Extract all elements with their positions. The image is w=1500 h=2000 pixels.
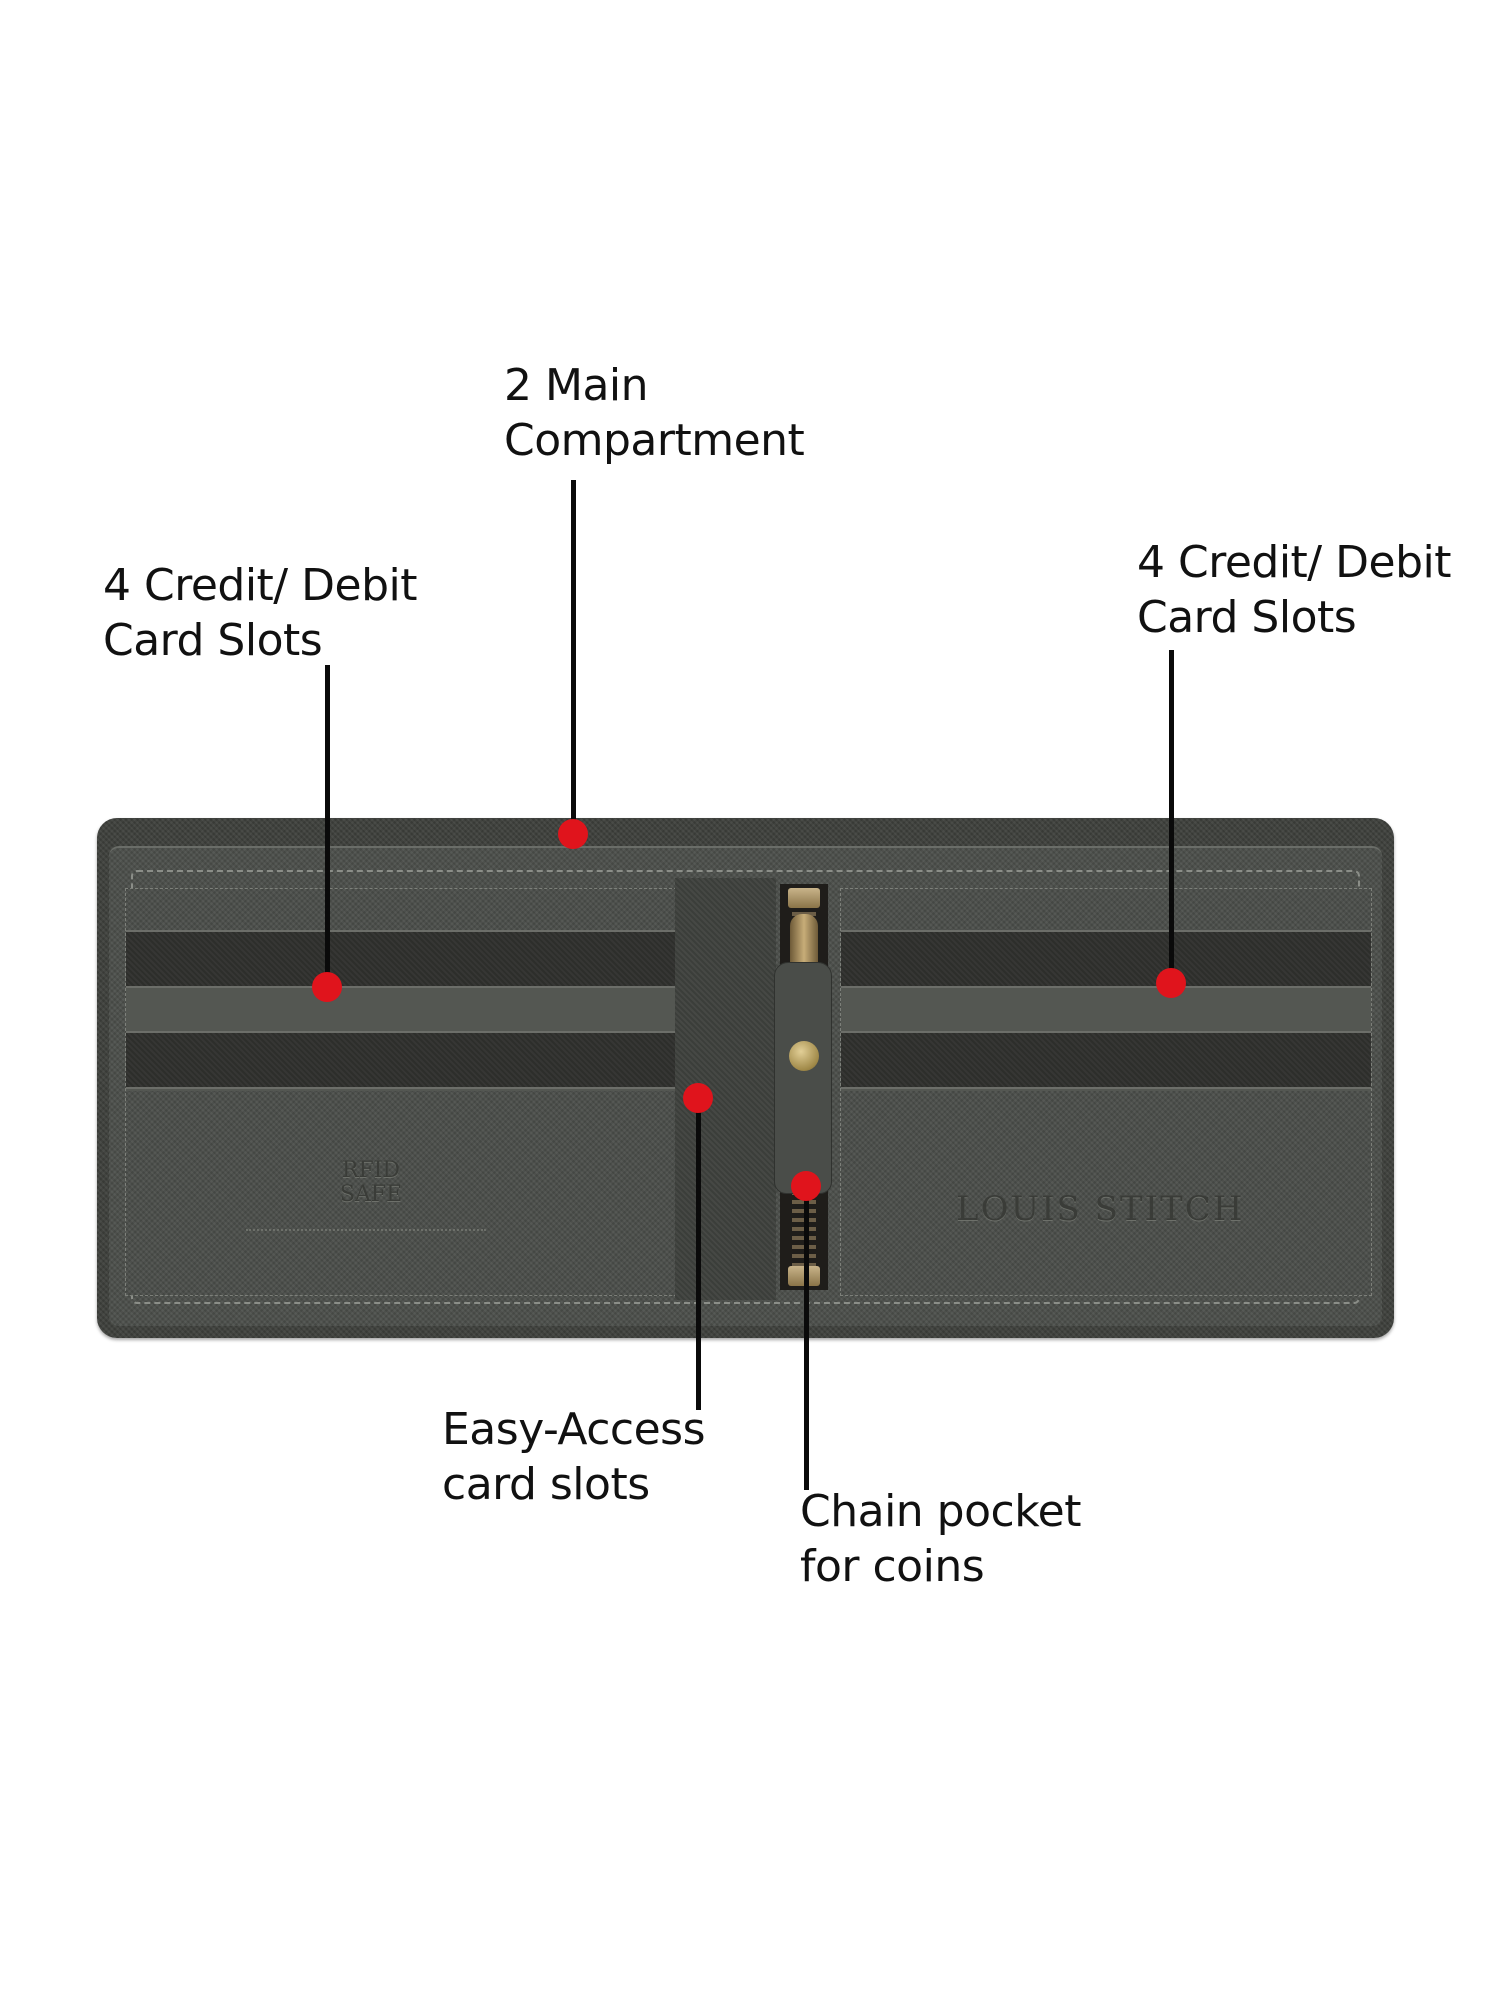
card-slot <box>126 930 676 988</box>
label-line: card slots <box>442 1459 650 1510</box>
card-slot <box>126 1087 676 1091</box>
left-card-panel: RFID SAFE <box>125 888 677 1296</box>
zipper-leather-tab <box>774 962 832 1194</box>
label-chain-pocket: Chain pocket for coins <box>800 1484 1081 1594</box>
label-line: Compartment <box>504 415 805 466</box>
card-slot <box>841 1031 1371 1089</box>
label-line: 4 Credit/ Debit <box>103 560 417 611</box>
label-left-card-slots: 4 Credit/ Debit Card Slots <box>103 558 417 668</box>
label-main-compartment: 2 Main Compartment <box>504 358 805 468</box>
label-line: Easy-Access <box>442 1404 706 1455</box>
marker-dot-left <box>312 972 342 1002</box>
label-line: 4 Credit/ Debit <box>1137 537 1451 588</box>
leader-line-right <box>1169 650 1174 983</box>
label-line: Card Slots <box>103 615 323 666</box>
label-line: Chain pocket <box>800 1486 1081 1537</box>
label-easy-access: Easy-Access card slots <box>442 1402 706 1512</box>
card-slot <box>841 986 1371 1033</box>
brand-emboss: LOUIS STITCH <box>956 1189 1245 1229</box>
card-slot <box>126 986 676 1033</box>
signature-emboss <box>246 1229 486 1235</box>
right-card-panel: LOUIS STITCH <box>840 888 1372 1296</box>
zipper-top-stop <box>788 888 820 908</box>
marker-dot-chain <box>791 1171 821 1201</box>
label-right-card-slots: 4 Credit/ Debit Card Slots <box>1137 535 1451 645</box>
label-line: 2 Main <box>504 360 649 411</box>
leader-line-chain <box>804 1186 809 1490</box>
card-slot <box>841 930 1371 988</box>
card-slot <box>841 1087 1371 1091</box>
leader-line-left <box>325 665 330 987</box>
wallet-inner: RFID SAFE LOUIS STITCH <box>109 846 1382 1326</box>
marker-dot-easy-access <box>683 1083 713 1113</box>
wallet-image: RFID SAFE LOUIS STITCH <box>97 818 1394 1338</box>
rfid-emboss: RFID SAFE <box>339 1158 403 1207</box>
leader-line-main <box>571 480 576 834</box>
card-slot <box>126 1031 676 1089</box>
label-line: Card Slots <box>1137 592 1357 643</box>
label-line: for coins <box>800 1541 985 1592</box>
rivet-icon <box>789 1041 819 1071</box>
marker-dot-main <box>558 819 588 849</box>
leader-line-easy-access <box>696 1098 701 1410</box>
marker-dot-right <box>1156 968 1186 998</box>
easy-access-strip <box>675 878 776 1300</box>
